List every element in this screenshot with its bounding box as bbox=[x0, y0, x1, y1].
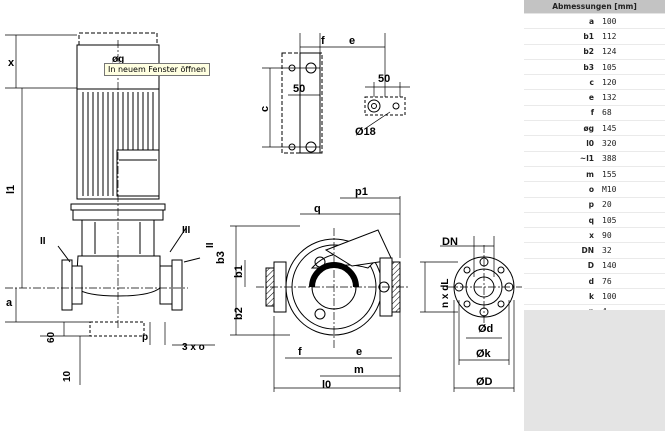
dimension-key: l0 bbox=[524, 135, 600, 152]
label-q: q bbox=[314, 203, 321, 215]
label-p: p bbox=[142, 332, 148, 343]
dimension-key: d bbox=[524, 273, 600, 290]
label-l0: l0 bbox=[322, 379, 331, 391]
dimension-key: b3 bbox=[524, 59, 600, 76]
dimension-key: e bbox=[524, 89, 600, 106]
label-nxdL: n x dL bbox=[440, 279, 451, 308]
dimension-value: 320 bbox=[600, 135, 665, 152]
label-e-bottom: e bbox=[356, 346, 362, 358]
dimension-value: 155 bbox=[600, 166, 665, 183]
dimension-value: 112 bbox=[600, 28, 665, 45]
label-f-top: f bbox=[321, 35, 325, 47]
label-DN: DN bbox=[442, 236, 458, 248]
label-ok: Øk bbox=[476, 348, 492, 360]
dimension-value: 140 bbox=[600, 258, 665, 275]
dimension-key: c bbox=[524, 74, 600, 91]
dimension-value: 105 bbox=[600, 212, 665, 229]
dimension-value: 32 bbox=[600, 242, 665, 259]
dimension-value: 20 bbox=[600, 197, 665, 213]
dimension-key: f bbox=[524, 105, 600, 122]
label-b1: b1 bbox=[233, 265, 245, 278]
flange-view bbox=[420, 236, 522, 392]
dimension-value: 388 bbox=[600, 151, 665, 167]
side-view bbox=[5, 32, 215, 385]
label-m: m bbox=[354, 364, 364, 376]
dimension-key: a bbox=[524, 14, 600, 30]
dimension-key: m bbox=[524, 166, 600, 183]
label-roman2-right: II bbox=[205, 242, 216, 248]
foot-detail-view bbox=[262, 33, 410, 154]
label-50-left: 50 bbox=[293, 83, 305, 95]
label-60: 60 bbox=[46, 331, 57, 343]
label-b3: b3 bbox=[215, 251, 227, 264]
label-x: x bbox=[8, 57, 15, 69]
dimension-value: M10 bbox=[600, 181, 665, 198]
dimension-key: øg bbox=[524, 120, 600, 137]
label-b2: b2 bbox=[233, 307, 245, 320]
dimension-value: 145 bbox=[600, 120, 665, 137]
dimension-key: ~l1 bbox=[524, 151, 600, 167]
label-f-bottom: f bbox=[298, 346, 302, 358]
dimension-key: b1 bbox=[524, 28, 600, 45]
label-c: c bbox=[259, 106, 271, 112]
dimension-key: k bbox=[524, 288, 600, 305]
dimension-value: 105 bbox=[600, 59, 665, 76]
pump-front-view bbox=[230, 196, 410, 392]
label-50-right: 50 bbox=[378, 73, 390, 85]
dimension-value: 132 bbox=[600, 89, 665, 106]
panel-empty-area bbox=[524, 310, 665, 431]
label-od: Ød bbox=[478, 323, 493, 335]
dimension-key: DN bbox=[524, 242, 600, 259]
technical-drawing: x l1 a 60 10 p 3 x o II III II øg f e c … bbox=[5, 32, 522, 392]
dimension-value: 100 bbox=[600, 288, 665, 305]
label-roman2-left: II bbox=[40, 236, 46, 247]
label-roman3: III bbox=[182, 225, 191, 236]
dimension-key: D bbox=[524, 258, 600, 275]
dimension-value: 100 bbox=[600, 14, 665, 30]
dimension-value: 76 bbox=[600, 273, 665, 290]
label-oD: ØD bbox=[476, 376, 493, 388]
open-in-new-window-tooltip: In neuem Fenster öffnen bbox=[104, 63, 210, 76]
label-og: øg bbox=[112, 54, 124, 65]
label-l1: l1 bbox=[5, 185, 17, 194]
dimension-key: q bbox=[524, 212, 600, 229]
label-e-top: e bbox=[349, 35, 355, 47]
dimension-value: 90 bbox=[600, 227, 665, 244]
dimension-value: 120 bbox=[600, 74, 665, 91]
dimension-value: 124 bbox=[600, 44, 665, 60]
dimensions-panel-title: Abmessungen [mm] bbox=[524, 0, 665, 13]
dimension-value: 68 bbox=[600, 105, 665, 122]
label-10: 10 bbox=[62, 370, 73, 382]
dimension-key: b2 bbox=[524, 44, 600, 60]
dimension-key: o bbox=[524, 181, 600, 198]
dimension-key: x bbox=[524, 227, 600, 244]
label-3xo: 3 x o bbox=[182, 342, 205, 353]
dimension-key: p bbox=[524, 197, 600, 213]
label-p1: p1 bbox=[355, 186, 368, 198]
label-a: a bbox=[6, 297, 13, 309]
label-o18: Ø18 bbox=[355, 126, 376, 138]
